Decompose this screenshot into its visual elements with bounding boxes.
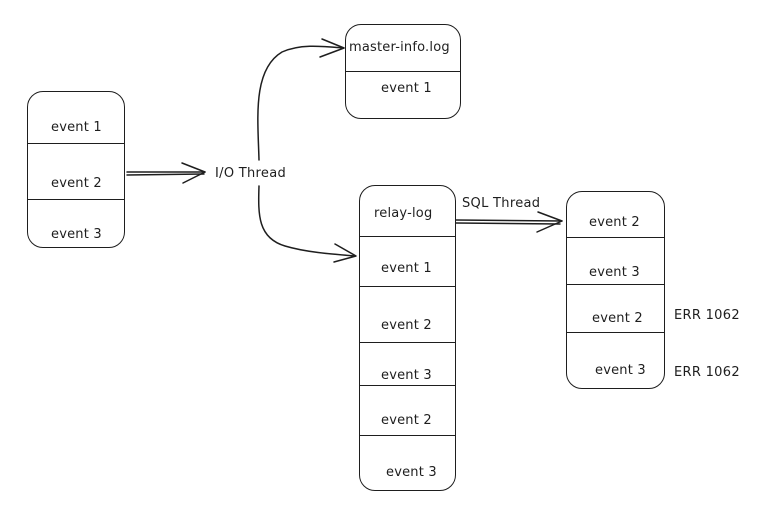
relay-log-event: event 2 <box>381 413 432 428</box>
sql-thread-label: SQL Thread <box>462 196 541 211</box>
replica-event: event 2 <box>592 311 643 326</box>
io-thread-label: I/O Thread <box>215 166 287 181</box>
replica-divider <box>567 332 664 333</box>
master-info-event-1: event 1 <box>381 81 432 96</box>
replica-error-label: ERR 1062 <box>674 365 740 380</box>
relay-log-divider <box>360 385 455 386</box>
replica-divider <box>567 237 664 238</box>
relay-to-replica-arrow <box>455 211 563 233</box>
replica-event: event 3 <box>589 265 640 280</box>
replica-error-label: ERR 1062 <box>674 308 740 323</box>
master-info-box <box>345 24 461 119</box>
source-to-io-arrow <box>126 162 206 184</box>
relay-log-divider <box>360 342 455 343</box>
relay-log-box <box>359 185 456 491</box>
io-to-relay-log-arrow <box>257 185 357 263</box>
source-event-1: event 1 <box>51 120 102 135</box>
relay-log-divider <box>360 236 455 237</box>
relay-log-title: relay-log <box>374 206 433 221</box>
relay-log-divider <box>360 435 455 436</box>
source-event-3: event 3 <box>51 227 102 242</box>
relay-log-event: event 3 <box>381 368 432 383</box>
master-info-divider <box>346 71 460 72</box>
replica-box <box>566 191 665 389</box>
relay-log-event: event 1 <box>381 261 432 276</box>
replica-event: event 3 <box>595 363 646 378</box>
relay-log-divider <box>360 286 455 287</box>
source-divider <box>28 143 124 144</box>
io-to-master-info-arrow <box>257 38 345 161</box>
replica-divider <box>567 284 664 285</box>
source-divider <box>28 199 124 200</box>
replica-event: event 2 <box>589 215 640 230</box>
relay-log-event: event 2 <box>381 318 432 333</box>
master-info-title: master-info.log <box>349 40 450 55</box>
source-event-2: event 2 <box>51 176 102 191</box>
source-box <box>27 91 125 248</box>
relay-log-event: event 3 <box>386 465 437 480</box>
